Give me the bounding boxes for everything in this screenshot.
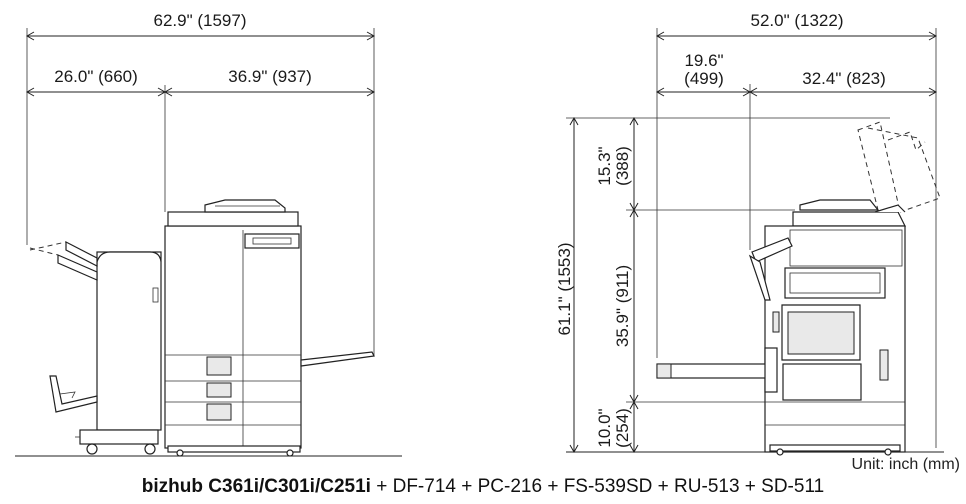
unit-label: Unit: inch (mm) xyxy=(851,456,960,473)
height-top-label-line1: 15.3" xyxy=(595,146,614,185)
side-dimension-lines xyxy=(566,28,938,454)
dimension-labels: 62.9" (1597) 26.0" (660) 36.9" (937) 52.… xyxy=(54,11,886,448)
height-mid-label: 35.9" (911) xyxy=(613,265,632,347)
height-total-label: 61.1" (1553) xyxy=(555,243,574,336)
caption-model: bizhub C361i/C301i/C251i xyxy=(141,476,371,497)
front-view-machine xyxy=(15,199,402,457)
front-left-width-label: 26.0" (660) xyxy=(54,67,138,86)
front-total-width-label: 62.9" (1597) xyxy=(154,11,247,30)
side-total-width-label: 52.0" (1322) xyxy=(751,11,844,30)
height-bottom-label-line2: (254) xyxy=(613,408,632,448)
height-top-label-line2: (388) xyxy=(613,146,632,186)
caption-options: + DF-714 + PC-216 + FS-539SD + RU-513 + … xyxy=(370,476,825,497)
side-right-width-label: 32.4" (823) xyxy=(802,69,886,88)
caption: bizhub C361i/C301i/C251i + DF-714 + PC-2… xyxy=(0,476,966,498)
side-left-width-label-line1: 19.6" xyxy=(684,51,723,70)
side-view-machine xyxy=(566,121,944,456)
side-left-width-label-line2: (499) xyxy=(684,69,724,88)
front-dimension-lines xyxy=(25,28,376,356)
front-right-width-label: 36.9" (937) xyxy=(228,67,312,86)
height-bottom-label-line1: 10.0" xyxy=(595,408,614,447)
